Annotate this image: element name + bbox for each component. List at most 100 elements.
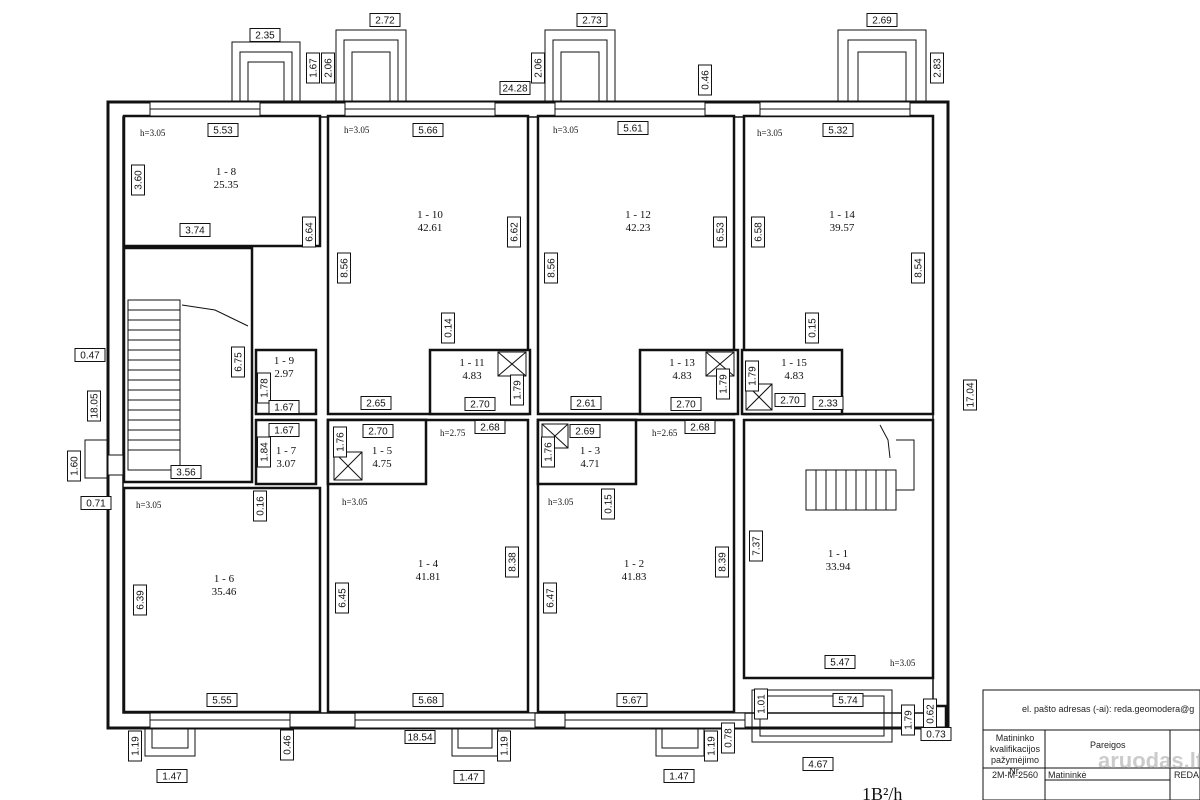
svg-text:6.47: 6.47 [546, 588, 557, 608]
svg-text:6.64: 6.64 [305, 222, 316, 242]
dimension-label: 1.19 [704, 730, 718, 762]
dimension-label: 18.54 [404, 730, 436, 744]
dimension-label: 1.47 [156, 769, 188, 783]
svg-text:8.38: 8.38 [508, 552, 519, 572]
dimension-label: 6.62 [507, 216, 521, 248]
svg-text:1.47: 1.47 [669, 772, 689, 783]
svg-text:17.04: 17.04 [966, 382, 977, 407]
svg-text:2.65: 2.65 [366, 399, 386, 410]
interior-walls [122, 114, 935, 714]
dimension-label: 2.33 [812, 396, 844, 410]
dimension-label: 1.67 [268, 423, 300, 437]
room-id: 1 - 12 [625, 209, 651, 221]
room-area: 4.83 [784, 370, 804, 382]
svg-text:6.45: 6.45 [338, 588, 349, 608]
dimension-label: 5.61 [617, 121, 649, 135]
svg-text:2.72: 2.72 [375, 16, 395, 27]
svg-text:6.62: 6.62 [510, 222, 521, 242]
svg-text:5.74: 5.74 [838, 696, 858, 707]
svg-text:2.73: 2.73 [582, 16, 602, 27]
dimension-label: 6.64 [302, 216, 316, 248]
svg-text:2.83: 2.83 [933, 58, 944, 78]
dimension-label: 2.06 [531, 52, 545, 84]
title-block [982, 689, 1200, 800]
dimension-label: 1.60 [67, 450, 81, 482]
height-labels: h=3.05 h=3.05 h=3.05 h=3.05 h=2.75 h=2.6… [136, 125, 916, 668]
dimension-label: 1.79 [510, 374, 524, 406]
room-id: 1 - 9 [274, 355, 295, 367]
dimension-label: 0.62 [923, 698, 937, 730]
dimension-label: 1.47 [453, 770, 485, 784]
dimension-label: 0.16 [253, 490, 267, 522]
room-id: 1 - 10 [417, 209, 443, 221]
svg-text:0.16: 0.16 [256, 496, 267, 516]
room-id: 1 - 11 [459, 357, 484, 369]
svg-text:h=3.05: h=3.05 [140, 128, 166, 138]
dimension-label: 1.19 [497, 730, 511, 762]
scale-label: 1B²/h [862, 784, 902, 800]
dimension-label: 6.47 [543, 582, 557, 614]
role-value: Matininkė [1048, 770, 1087, 780]
dimension-label: 8.39 [715, 546, 729, 578]
svg-text:0.15: 0.15 [808, 318, 819, 338]
svg-text:2.70: 2.70 [368, 427, 388, 438]
svg-text:1.78: 1.78 [260, 378, 271, 398]
svg-text:2.33: 2.33 [818, 399, 838, 410]
svg-text:8.54: 8.54 [914, 258, 925, 278]
svg-text:0.71: 0.71 [86, 499, 106, 510]
dimension-label: 5.53 [207, 123, 239, 137]
svg-text:8.56: 8.56 [340, 258, 351, 278]
svg-text:h=3.05: h=3.05 [342, 497, 368, 507]
dimension-label: 2.83 [930, 52, 944, 84]
dimension-label: 2.69 [569, 424, 601, 438]
dimension-label: 7.37 [749, 530, 763, 562]
dimension-label: 2.70 [670, 397, 702, 411]
dimension-label: 8.38 [505, 546, 519, 578]
svg-text:1.67: 1.67 [274, 426, 294, 437]
svg-text:2.70: 2.70 [676, 400, 696, 411]
dimension-label: 2.73 [576, 13, 608, 27]
windows [107, 101, 911, 729]
dimension-label: 1.67 [268, 400, 300, 414]
name-value: REDA [1174, 770, 1200, 780]
dimension-label: 2.69 [866, 13, 898, 27]
svg-text:5.55: 5.55 [212, 696, 232, 707]
room-area: 4.75 [372, 458, 392, 470]
svg-text:h=3.05: h=3.05 [344, 125, 370, 135]
dimension-label: 5.55 [206, 693, 238, 707]
svg-text:0.47: 0.47 [80, 351, 100, 362]
dimension-label: 4.67 [802, 757, 834, 771]
dimension-label: 0.71 [80, 496, 112, 510]
room-area: 42.61 [418, 222, 443, 234]
room-area: 42.23 [626, 222, 651, 234]
svg-text:0.78: 0.78 [724, 728, 735, 748]
svg-text:0.46: 0.46 [701, 70, 712, 90]
room-id: 1 - 8 [216, 166, 237, 178]
dimension-label: 0.14 [441, 312, 455, 344]
svg-text:1.60: 1.60 [70, 456, 81, 476]
room-id: 1 - 2 [624, 558, 644, 570]
svg-text:18.54: 18.54 [407, 733, 432, 744]
svg-text:5.47: 5.47 [830, 658, 850, 669]
dimension-label: 1.79 [745, 360, 759, 392]
room-id: 1 - 5 [372, 445, 393, 457]
svg-text:18.05: 18.05 [90, 393, 101, 418]
svg-text:1.19: 1.19 [500, 736, 511, 756]
svg-text:h=3.05: h=3.05 [136, 500, 162, 510]
svg-text:5.67: 5.67 [622, 696, 642, 707]
dimension-label: 2.72 [369, 13, 401, 27]
svg-text:2.06: 2.06 [324, 58, 335, 78]
svg-text:2.69: 2.69 [872, 16, 892, 27]
svg-text:7.37: 7.37 [752, 536, 763, 556]
dimension-label: 1.78 [257, 372, 271, 404]
dimension-label: 0.46 [280, 729, 294, 761]
svg-text:2.70: 2.70 [780, 396, 800, 407]
svg-text:1.67: 1.67 [274, 403, 294, 414]
svg-text:h=2.65: h=2.65 [652, 428, 678, 438]
dimension-label: 5.66 [412, 123, 444, 137]
dimension-label: 2.70 [464, 397, 496, 411]
dimension-label: 0.47 [74, 348, 106, 362]
svg-text:6.53: 6.53 [716, 222, 727, 242]
room-area: 4.71 [580, 458, 599, 470]
